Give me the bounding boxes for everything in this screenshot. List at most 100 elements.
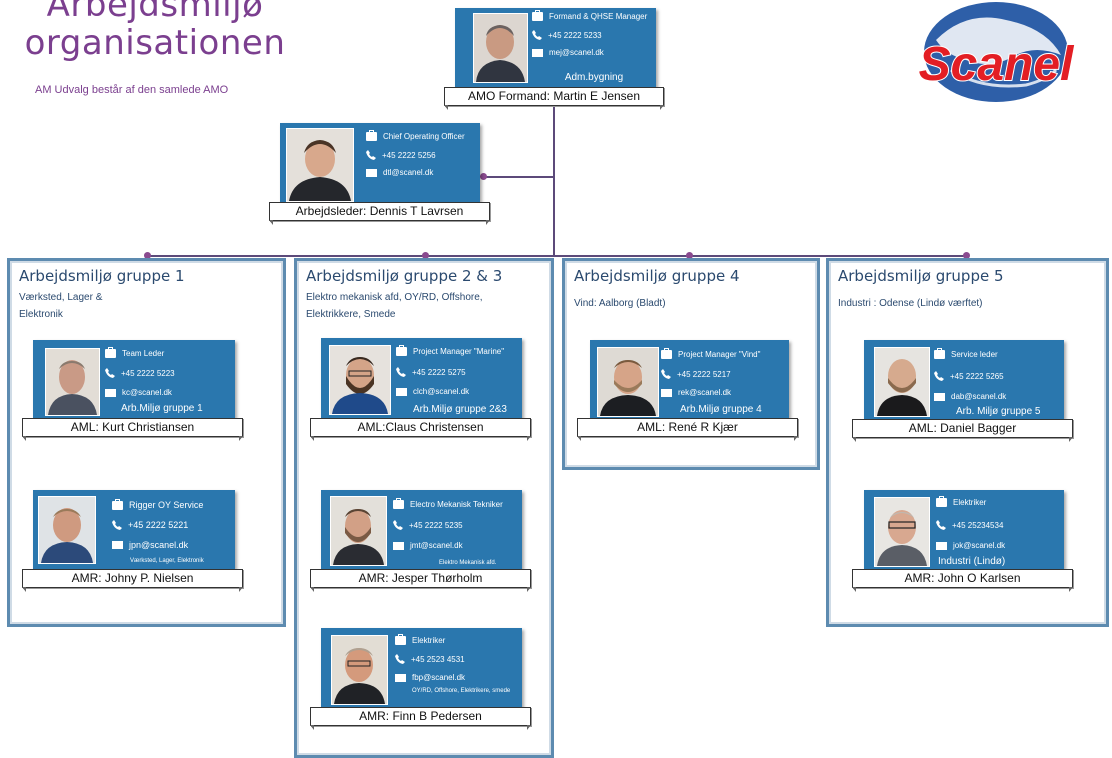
title-line-2: organisationen: [24, 23, 286, 63]
photo-martin: [473, 13, 528, 83]
photo-dennis: [286, 128, 354, 202]
group-text: Arb.Miljø gruppe 1: [121, 403, 203, 414]
briefcase-icon: [661, 348, 672, 359]
role-text: Rigger OY Service: [129, 500, 204, 510]
photo-finn: [331, 635, 388, 705]
person-card-john: Elektriker +45 25234534 jok@scanel.dk In…: [864, 490, 1064, 570]
briefcase-icon: [934, 348, 945, 359]
group-subtitle: Værksted, Lager & Elektronik: [19, 292, 103, 320]
email-link[interactable]: kc@scanel.dk: [122, 388, 172, 397]
phone-icon: [934, 371, 944, 381]
title-line-1: Arbejdsmiljø: [46, 0, 264, 25]
phone-text: +45 2222 5233: [548, 30, 602, 40]
briefcase-icon: [105, 347, 116, 358]
label-amr-jesper: AMR: Jesper Thørholm: [310, 569, 531, 592]
person-card-finn: Elektriker +45 2523 4531 fbp@scanel.dk O…: [321, 628, 522, 710]
briefcase-icon: [395, 634, 406, 645]
mail-icon: [393, 541, 404, 550]
person-card-jesper: Electro Mekanisk Tekniker +45 2222 5235 …: [321, 490, 522, 570]
email-link[interactable]: rek@scanel.dk: [678, 388, 732, 397]
email-link[interactable]: jok@scanel.dk: [953, 541, 1006, 550]
phone-icon: [661, 369, 671, 379]
role-text: Project Manager "Marine": [413, 347, 505, 356]
phone-icon: [532, 30, 542, 40]
mail-icon: [936, 541, 947, 550]
group-text: Arb.Miljø gruppe 2&3: [413, 404, 507, 415]
phone-text: +45 25234534: [952, 520, 1004, 530]
role-text: Chief Operating Officer: [383, 132, 465, 141]
role-text: Formand & QHSE Manager: [549, 12, 648, 21]
email-link[interactable]: jmt@scanel.dk: [410, 541, 463, 550]
phone-icon: [395, 654, 405, 664]
briefcase-icon: [532, 10, 543, 21]
briefcase-icon: [366, 130, 377, 141]
phone-text: +45 2222 5235: [409, 520, 463, 530]
role-text: Elektriker: [412, 636, 446, 645]
group-title: Arbejdsmiljø gruppe 1: [19, 267, 185, 285]
phone-icon: [936, 520, 946, 530]
email-link[interactable]: clch@scanel.dk: [413, 387, 470, 396]
role-text: Service leder: [951, 350, 998, 359]
phone-text: +45 2222 5217: [677, 369, 731, 379]
mail-icon: [105, 388, 116, 397]
briefcase-icon: [393, 498, 404, 509]
person-card-dennis: Chief Operating Officer +45 2222 5256 dt…: [280, 123, 480, 205]
briefcase-icon: [396, 345, 407, 356]
person-card-johny: Rigger OY Service +45 2222 5221 jpn@scan…: [33, 490, 235, 570]
role-text: Project Manager "Vind": [678, 350, 761, 359]
briefcase-icon: [936, 496, 947, 507]
briefcase-icon: [112, 498, 123, 510]
department-text: Elektro Mekanisk afd.: [439, 560, 497, 566]
role-text: Team Leder: [122, 349, 165, 358]
email-link[interactable]: jpn@scanel.dk: [129, 540, 189, 550]
email-link[interactable]: fbp@scanel.dk: [412, 673, 466, 682]
label-aml-kurt: AML: Kurt Christiansen: [22, 418, 243, 441]
label-amr-john: AMR: John O Karlsen: [852, 569, 1073, 592]
phone-icon: [393, 520, 403, 530]
group-title: Arbejdsmiljø gruppe 4: [574, 267, 740, 285]
phone-icon: [105, 368, 115, 378]
label-amo-formand: AMO Formand: Martin E Jensen: [444, 87, 664, 110]
person-card-daniel: Service leder +45 2222 5265 dab@scanel.d…: [864, 340, 1064, 420]
page-subtitle: AM Udvalg består af den samlede AMO: [35, 84, 229, 96]
phone-text: +45 2222 5223: [121, 368, 175, 378]
email-link[interactable]: dtl@scanel.dk: [383, 168, 434, 177]
phone-text: +45 2222 5221: [128, 520, 189, 530]
label-aml-rene: AML: René R Kjær: [577, 418, 798, 441]
label-amr-finn: AMR: Finn B Pedersen: [310, 707, 531, 730]
person-card-claus: Project Manager "Marine" +45 2222 5275 c…: [321, 338, 522, 420]
photo-jesper: [330, 496, 387, 566]
phone-text: +45 2523 4531: [411, 654, 465, 664]
phone-text: +45 2222 5256: [382, 150, 436, 160]
label-aml-daniel: AML: Daniel Bagger: [852, 419, 1073, 442]
page-title: Arbejdsmiljø organisationen: [20, 0, 290, 62]
group-title: Arbejdsmiljø gruppe 5: [838, 267, 1004, 285]
location-text: Adm.bygning: [564, 72, 624, 83]
mail-icon: [396, 387, 407, 396]
phone-text: +45 2222 5275: [412, 367, 466, 377]
group-subtitle: Vind: Aalborg (Bladt): [574, 298, 666, 309]
photo-rene: [597, 347, 659, 417]
company-logo: Scanel: [896, 0, 1096, 108]
phone-icon: [396, 367, 406, 377]
photo-kurt: [45, 348, 100, 416]
group-text: Arb. Miljø gruppe 5: [956, 406, 1041, 417]
location-text: Industri (Lindø): [938, 556, 1006, 567]
role-text: Electro Mekanisk Tekniker: [410, 500, 503, 509]
phone-text: +45 2222 5265: [950, 371, 1004, 381]
group-subtitle: Industri : Odense (Lindø værftet): [838, 298, 983, 309]
photo-john: [874, 497, 930, 567]
label-aml-claus: AML:Claus Christensen: [310, 418, 531, 441]
mail-icon: [366, 168, 377, 177]
email-link[interactable]: dab@scanel.dk: [951, 392, 1007, 401]
area-text: OY/RD, Offshore, Elektrikere, smede: [412, 688, 511, 694]
photo-johny: [38, 496, 96, 564]
group-title: Arbejdsmiljø gruppe 2 & 3: [306, 267, 503, 285]
mail-icon: [532, 48, 543, 57]
label-arbejdsleder: Arbejdsleder: Dennis T Lavrsen: [269, 202, 490, 225]
group-text: Arb.Miljø gruppe 4: [680, 404, 762, 415]
email-link[interactable]: mej@scanel.dk: [549, 48, 604, 57]
label-amr-johny: AMR: Johny P. Nielsen: [22, 569, 243, 592]
person-card-rene: Project Manager "Vind" +45 2222 5217 rek…: [590, 340, 789, 420]
svg-text:Scanel: Scanel: [919, 38, 1075, 91]
